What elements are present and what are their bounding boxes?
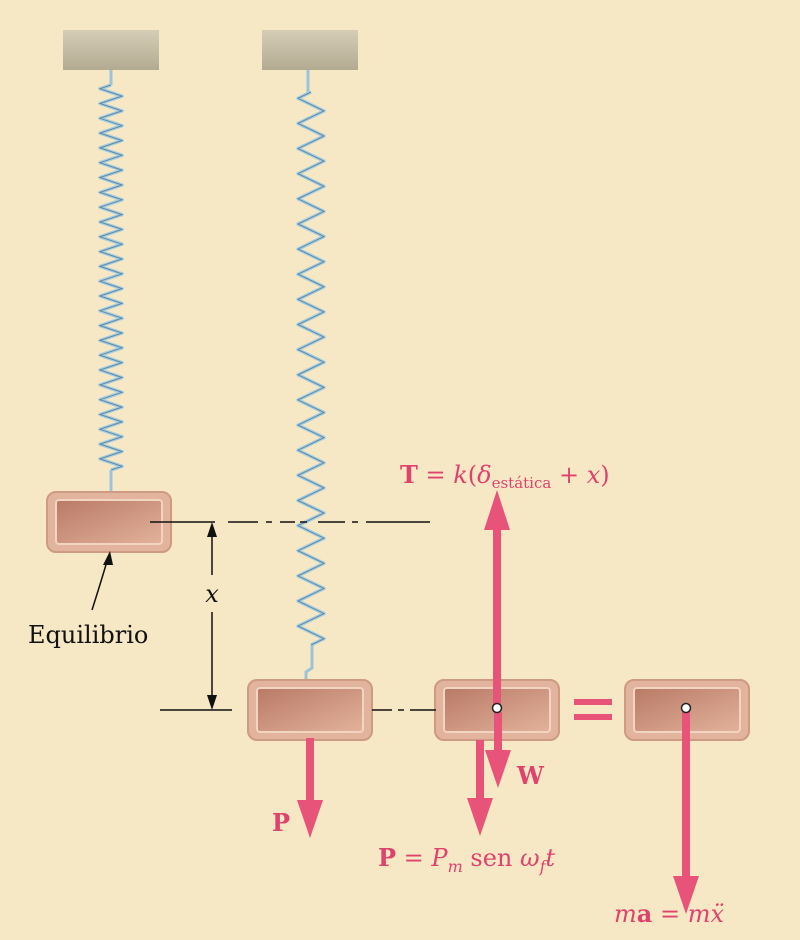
ma-eq-a: a bbox=[637, 899, 653, 928]
T-equation-label: T = k(δestática + x) bbox=[400, 460, 610, 492]
P-label: P bbox=[272, 808, 290, 837]
ceiling-support-right bbox=[262, 30, 358, 70]
arrow-Pm-head bbox=[467, 798, 493, 836]
T-eq-equals: = bbox=[418, 461, 453, 489]
block-displaced bbox=[247, 679, 373, 741]
arrow-P-shaft bbox=[306, 738, 314, 802]
T-eq-k: k bbox=[453, 461, 468, 489]
P-eq-sen: sen bbox=[463, 844, 520, 872]
center-dot-free-body bbox=[491, 702, 503, 714]
arrow-T-shaft bbox=[493, 528, 501, 710]
arrow-ma-shaft bbox=[682, 710, 690, 878]
P-eq-t: t bbox=[545, 844, 555, 872]
equilibrio-leader-arrowhead bbox=[103, 551, 113, 565]
x-label: x bbox=[205, 580, 219, 608]
arrow-Pm-shaft bbox=[476, 740, 484, 800]
arrow-P-head bbox=[297, 800, 323, 838]
P-eq-equals: = bbox=[396, 844, 431, 872]
arrow-W-head bbox=[485, 750, 511, 788]
P-eq-sub-m: m bbox=[448, 857, 463, 876]
arrow-W-shaft bbox=[494, 712, 502, 752]
center-dot-kinetic bbox=[680, 702, 692, 714]
P-equation-label: P = Pm sen ωft bbox=[378, 843, 555, 876]
equilibrio-label: Equilibrio bbox=[28, 621, 148, 649]
P-eq-bold: P bbox=[378, 843, 396, 872]
arrow-T-head bbox=[484, 490, 510, 530]
T-eq-close: ) bbox=[600, 461, 609, 489]
ma-eq-m2: m bbox=[688, 900, 711, 928]
spring-right-shade bbox=[296, 91, 326, 646]
T-eq-bold: T bbox=[400, 460, 418, 489]
ceiling-support-left bbox=[63, 30, 159, 70]
block-equilibrium bbox=[46, 491, 172, 553]
W-label: W bbox=[516, 761, 545, 790]
spring-hook-right-bottom bbox=[304, 645, 314, 680]
T-eq-subscript: estática bbox=[492, 474, 552, 492]
P-eq-sub-f: f bbox=[539, 857, 549, 876]
T-eq-x: x bbox=[587, 461, 601, 489]
ma-eq-m1: m bbox=[614, 900, 637, 928]
arrow-ma-head bbox=[673, 876, 699, 914]
T-eq-plus: + bbox=[551, 461, 586, 489]
equals-sign bbox=[574, 699, 612, 720]
spring-left-shade bbox=[98, 84, 124, 471]
ma-equation-label: ma = mẍ bbox=[614, 899, 724, 928]
T-eq-open: ( bbox=[468, 461, 477, 489]
P-eq-P: P bbox=[430, 844, 448, 872]
T-eq-delta: δ bbox=[477, 461, 491, 489]
x-dimension-arrow bbox=[207, 522, 217, 710]
ma-eq-equals: = bbox=[652, 900, 687, 928]
ma-eq-xdd: ẍ bbox=[710, 900, 724, 928]
P-eq-omega: ω bbox=[520, 844, 540, 872]
